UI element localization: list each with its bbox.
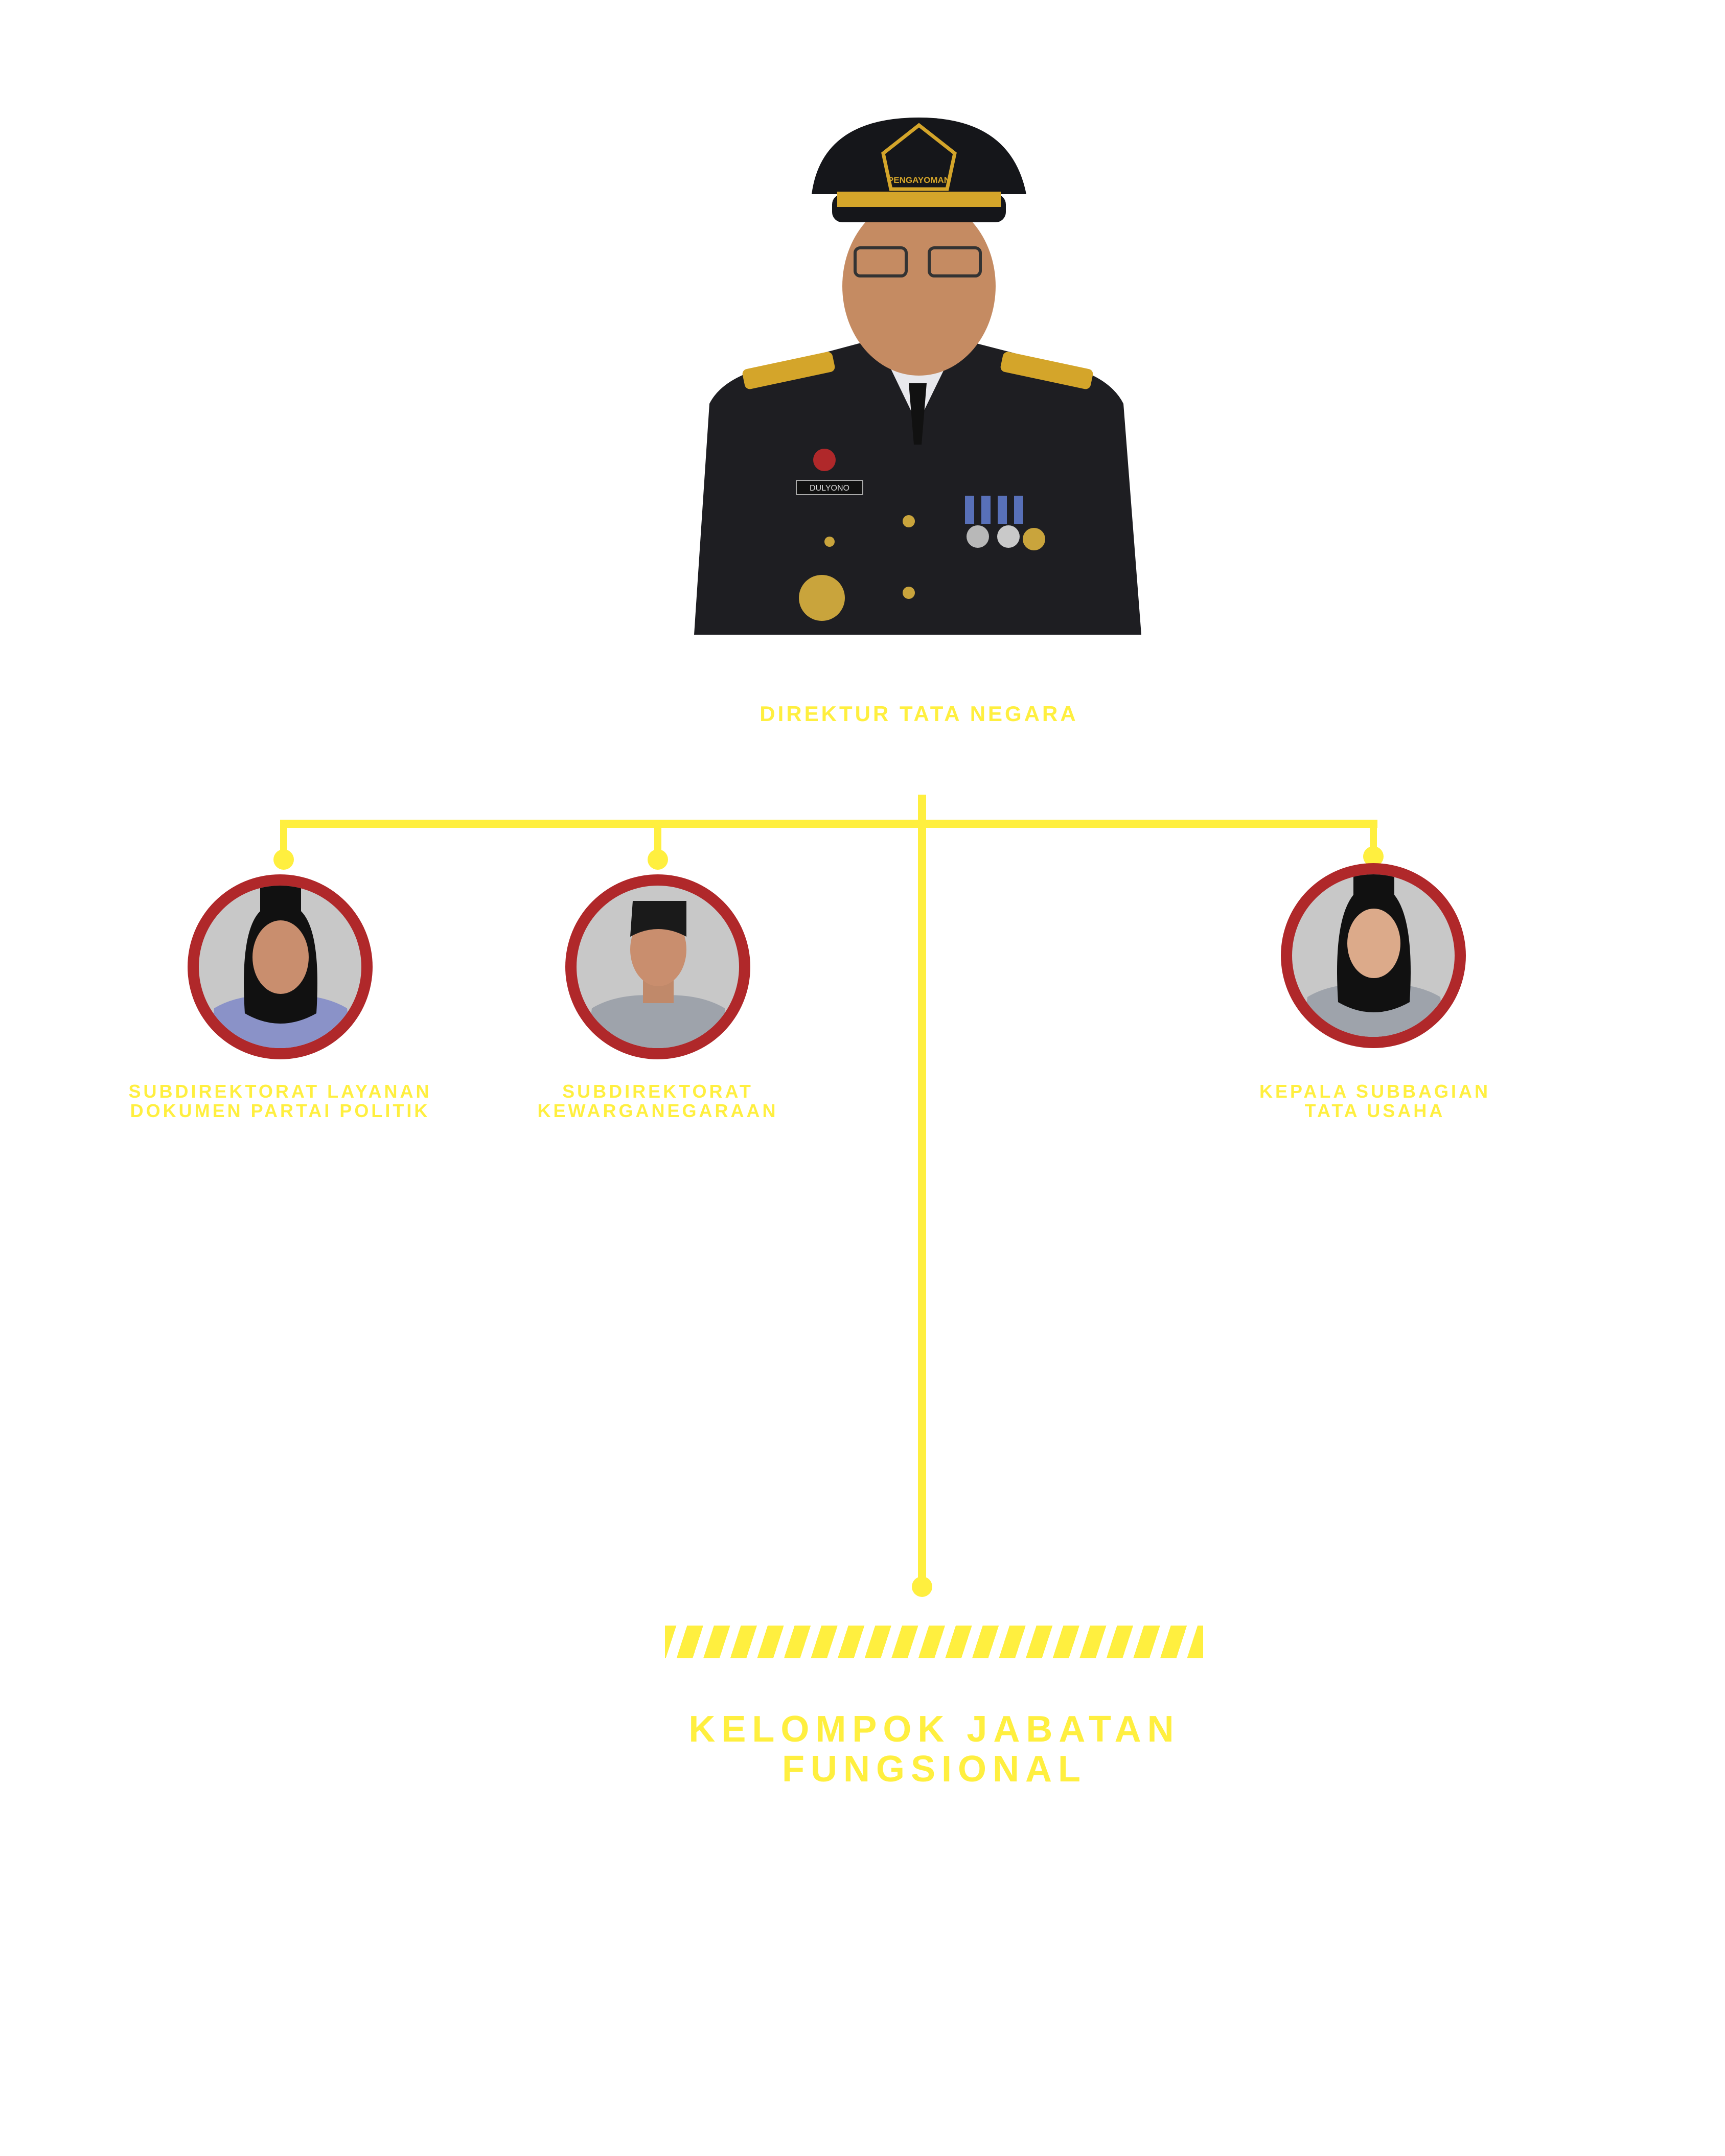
branch-line — [280, 820, 1377, 828]
cap-badge-icon — [881, 123, 957, 191]
functional-group-title: KELOMPOK JABATAN FUNGSIONAL — [688, 1709, 1180, 1789]
director-name-tag: DULYONO — [810, 484, 849, 493]
branch-drop-2 — [654, 820, 661, 859]
connector-dot — [912, 1577, 932, 1597]
title-line: FUNGSIONAL — [782, 1749, 1087, 1790]
label-line: KEPALA SUBBAGIAN — [1259, 1081, 1491, 1102]
label-kasubbag-tu: KEPALA SUBBAGIAN TATA USAHA — [1259, 1082, 1490, 1121]
director-title: DIREKTUR TATA NEGARA — [760, 702, 1078, 726]
cap-badge-text: PENGAYOMAN — [888, 175, 950, 185]
director-photo: DULYONO PENGAYOMAN — [694, 118, 1141, 635]
label-subdit-kewarganegaraan: SUBDIREKTORAT KEWARGANEGARAAN — [538, 1082, 778, 1121]
hazard-stripe-bar — [665, 1626, 1203, 1658]
branch-drop-1 — [280, 820, 287, 859]
avatar-kasubbag-tu — [1281, 863, 1466, 1048]
connector-dot — [273, 849, 294, 870]
title-line: KELOMPOK JABATAN — [688, 1709, 1180, 1750]
label-line: DOKUMEN PARTAI POLITIK — [130, 1100, 430, 1121]
label-line: KEWARGANEGARAAN — [537, 1100, 778, 1121]
connector-dot — [648, 849, 668, 870]
label-line: SUBDIREKTORAT LAYANAN — [128, 1081, 432, 1102]
label-line: TATA USAHA — [1304, 1100, 1445, 1121]
trunk-line — [918, 795, 926, 1589]
avatar-subdit-layanan — [188, 874, 373, 1059]
label-subdit-layanan: SUBDIREKTORAT LAYANAN DOKUMEN PARTAI POL… — [128, 1082, 431, 1121]
avatar-subdit-kewarganegaraan — [565, 874, 750, 1059]
label-line: SUBDIREKTORAT — [562, 1081, 753, 1102]
